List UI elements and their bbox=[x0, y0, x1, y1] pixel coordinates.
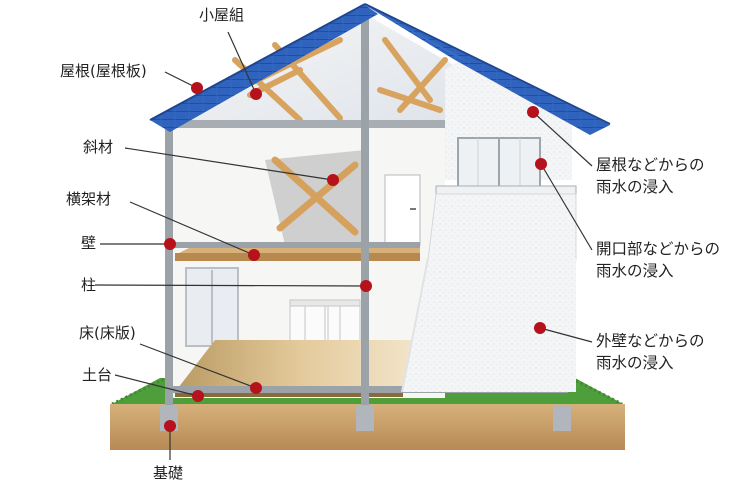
marker-kabe bbox=[164, 238, 176, 250]
marker-opening-leak bbox=[535, 158, 547, 170]
floor-board bbox=[175, 340, 420, 392]
label-yuka: 床(床版) bbox=[79, 324, 136, 342]
label-opening-leak-line1: 開口部などからの bbox=[596, 240, 721, 258]
kitchen bbox=[289, 299, 361, 348]
marker-dodai bbox=[192, 390, 204, 402]
label-yane: 屋根(屋根板) bbox=[60, 62, 147, 80]
marker-yane bbox=[191, 82, 203, 94]
door-handle bbox=[410, 208, 416, 210]
marker-kiso bbox=[164, 420, 176, 432]
marker-wall-leak bbox=[534, 322, 546, 334]
marker-koyagumi bbox=[250, 88, 262, 100]
label-roof-leak-line1: 屋根などからの bbox=[596, 156, 705, 174]
lower-exterior-wall bbox=[402, 258, 576, 392]
label-dodai: 土台 bbox=[82, 366, 113, 384]
label-koyagumi: 小屋組 bbox=[199, 6, 245, 24]
frame-columns bbox=[160, 18, 571, 431]
marker-yuka bbox=[250, 382, 262, 394]
marker-shazai bbox=[327, 174, 339, 186]
label-hashira: 柱 bbox=[81, 276, 97, 294]
marker-yokokazai bbox=[248, 249, 260, 261]
cross-beam bbox=[175, 253, 420, 261]
label-wall-leak-line1: 外壁などからの bbox=[596, 332, 705, 350]
upper-window bbox=[457, 137, 541, 189]
marker-hashira bbox=[360, 280, 372, 292]
label-kabe: 壁 bbox=[81, 234, 97, 252]
label-kiso: 基礎 bbox=[153, 464, 184, 482]
brace bbox=[271, 156, 359, 236]
label-shazai: 斜材 bbox=[83, 138, 114, 156]
label-yokokazai: 横架材 bbox=[66, 190, 112, 208]
markers bbox=[164, 82, 547, 432]
roof bbox=[149, 3, 611, 135]
label-roof-leak-line2: 雨水の浸入 bbox=[596, 178, 674, 196]
label-wall-leak-line2: 雨水の浸入 bbox=[596, 354, 674, 372]
balcony bbox=[427, 185, 577, 261]
marker-roof-leak bbox=[527, 106, 539, 118]
label-opening-leak-line2: 雨水の浸入 bbox=[596, 262, 674, 280]
ceiling-beam bbox=[168, 120, 458, 128]
